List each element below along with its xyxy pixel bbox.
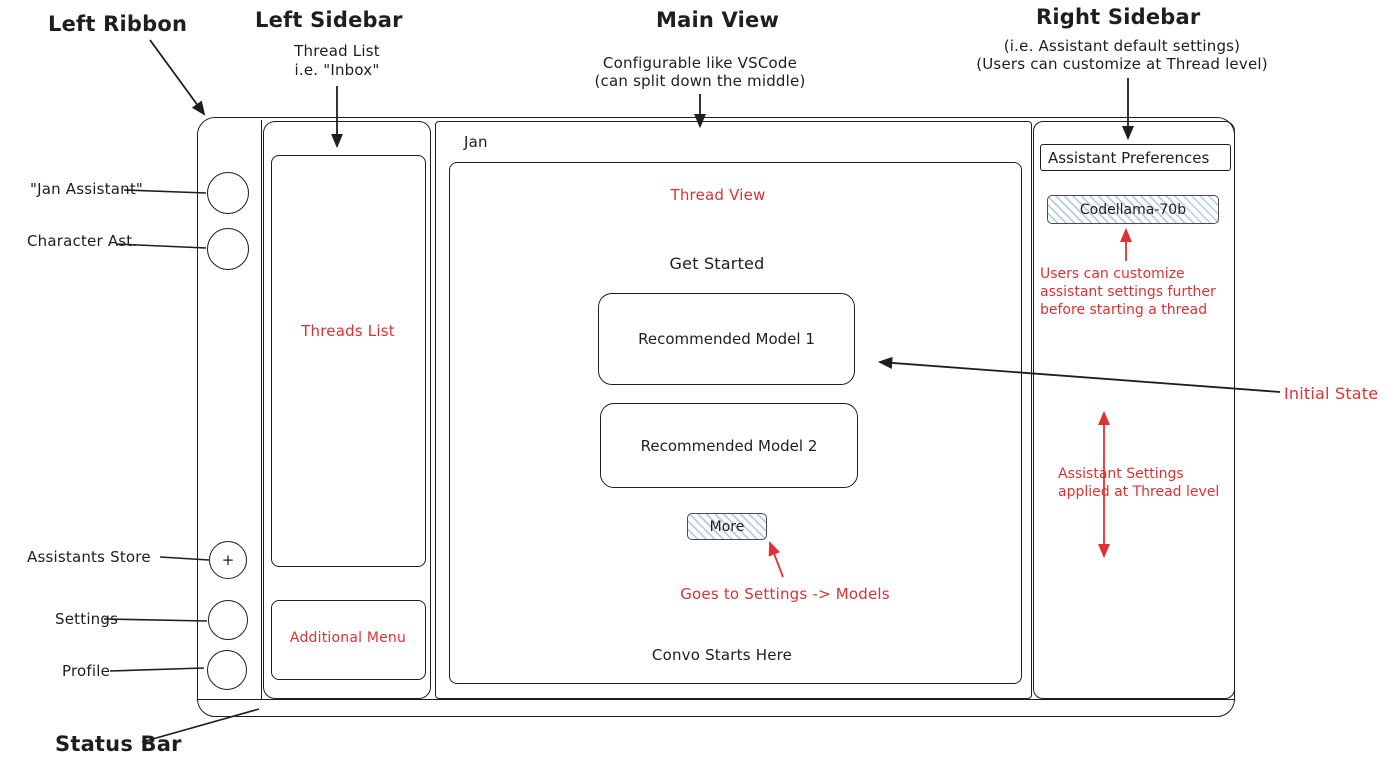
threads-list-label: Threads List [301,322,395,340]
settings-connector [103,618,208,622]
more-button[interactable]: More [687,513,767,540]
settings-button[interactable] [208,600,248,640]
convo-starts-here-label: Convo Starts Here [651,646,793,664]
thread-list-note-line2: i.e. "Inbox" [294,61,380,79]
left-ribbon-annotation: Left Ribbon [48,12,188,36]
window-title: Jan [464,133,488,151]
thread-view-box [449,162,1022,684]
assistant-preferences-header: Assistant Preferences [1040,144,1231,171]
recommended-model-1-label: Recommended Model 1 [638,330,815,348]
recommended-model-1-card[interactable]: Recommended Model 1 [598,293,855,385]
right-sidebar-panel [1033,121,1235,699]
thread-list-note-line1: Thread List [294,42,380,60]
main-view-note-line1: Configurable like VSCode [602,54,798,72]
main-view-annotation: Main View [656,8,780,32]
status-bar-strip [198,699,1234,716]
jan-assistant-avatar[interactable] [207,172,249,214]
main-view-panel [435,121,1032,699]
main-view-note-line2: (can split down the middle) [594,72,806,90]
assistants-store-button[interactable]: + [209,541,247,579]
additional-menu-box[interactable] [271,600,426,680]
left-sidebar-annotation: Left Sidebar [255,8,403,32]
thread-level-note: Assistant Settings applied at Thread lev… [1058,466,1220,500]
right-sidebar-note-line2: (Users can customize at Thread level) [976,55,1268,73]
ribbon-divider [261,120,262,699]
more-button-label: More [709,518,745,535]
status-bar-annotation: Status Bar [55,732,182,756]
recommended-model-2-card[interactable]: Recommended Model 2 [600,403,858,488]
profile-button[interactable] [207,650,247,690]
plus-icon: + [221,551,235,569]
additional-menu-label: Additional Menu [289,630,407,646]
profile-annotation: Profile [62,662,111,680]
customize-note: Users can customize assistant settings f… [1040,266,1216,318]
thread-view-label: Thread View [670,186,766,204]
character-ast-annotation: Character Ast. [27,232,138,250]
jan-assistant-annotation: "Jan Assistant" [30,180,144,198]
assistants-store-annotation: Assistants Store [27,548,151,566]
character-assistant-avatar[interactable] [207,228,249,270]
left-ribbon-connector [149,39,206,116]
get-started-heading: Get Started [669,254,765,273]
profile-connector [109,667,205,672]
left-sidebar-panel [263,121,431,699]
recommended-model-2-label: Recommended Model 2 [640,436,818,455]
goes-to-settings-note: Goes to Settings -> Models [680,585,890,603]
threads-list-box[interactable] [271,155,426,567]
right-sidebar-note-line1: (i.e. Assistant default settings) [1003,37,1241,55]
settings-annotation: Settings [55,610,119,628]
initial-state-annotation: Initial State [1284,384,1379,403]
right-sidebar-annotation: Right Sidebar [1036,5,1201,29]
model-chip[interactable]: Codellama-70b [1047,195,1219,224]
assistant-preferences-label: Assistant Preferences [1048,148,1210,167]
model-chip-label: Codellama-70b [1079,201,1187,218]
